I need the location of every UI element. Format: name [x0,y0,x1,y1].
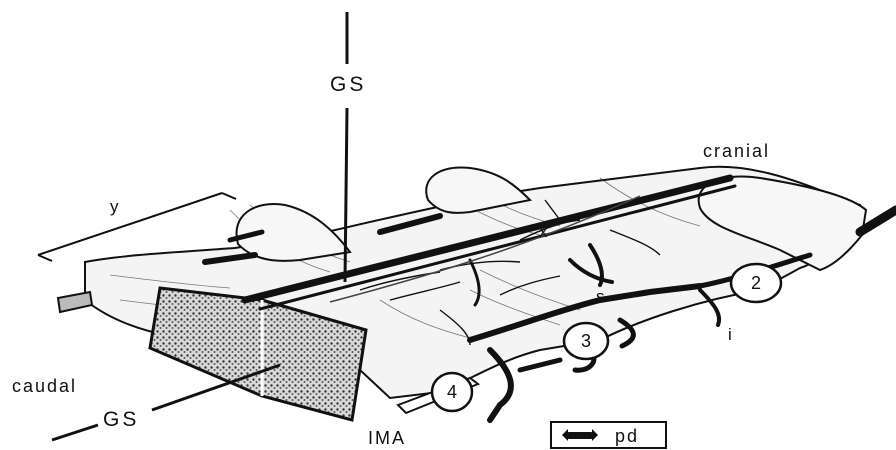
vertebra-3: 3 [564,323,608,359]
legend-text: pd [615,426,639,446]
gs-bottom-label: GS [103,408,139,431]
gs-bottom-pointer [52,365,280,440]
caudal-label: caudal [12,376,77,396]
gs-top-label: GS [330,73,366,96]
gs-top-pointer [345,12,347,282]
vertebra-4: 4 [432,373,472,411]
cranial-label: cranial [703,141,770,161]
vertebra-4-number: 4 [447,382,457,402]
i-label: i [728,325,732,344]
vertebra-3-number: 3 [581,331,591,351]
ima-label: IMA [368,428,406,448]
vertebra-2-number: 2 [751,273,761,293]
s-label: s [596,287,605,306]
x-label: x [539,222,548,241]
y-label: y [110,197,119,216]
legend: pd [551,422,666,448]
vertebra-2: 2 [731,264,781,302]
